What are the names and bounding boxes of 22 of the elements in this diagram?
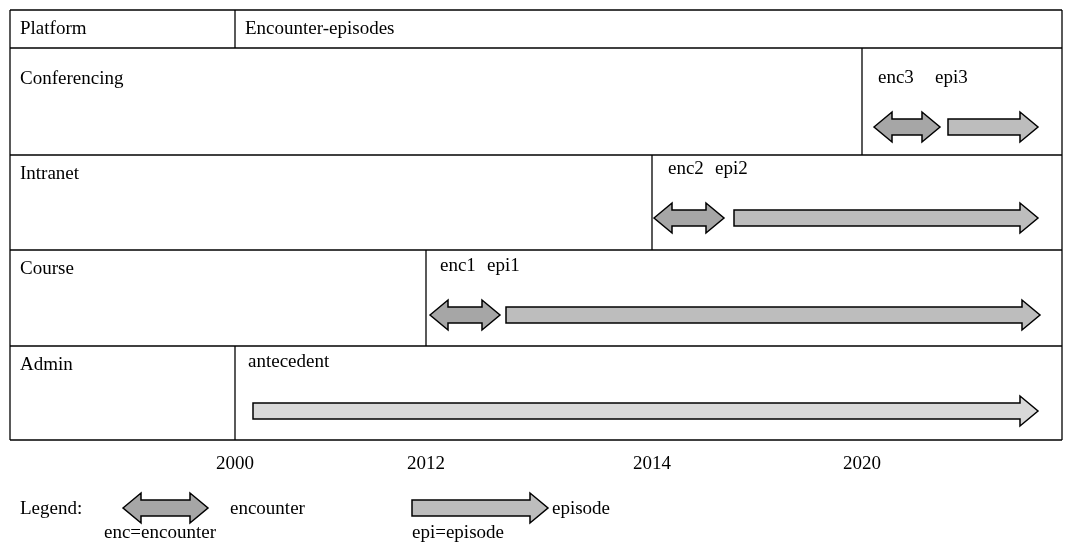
- legend-title: Legend:: [20, 497, 83, 519]
- year-label: 2012: [407, 452, 445, 474]
- column-header: Platform: [20, 17, 87, 39]
- legend-label: episode: [552, 497, 611, 519]
- arrow-label: antecedent: [248, 350, 330, 372]
- column-header: Encounter-episodes: [245, 17, 395, 39]
- arrow-label: enc1: [440, 254, 476, 276]
- arrow-label: epi3: [935, 66, 968, 88]
- year-label: 2020: [843, 452, 881, 474]
- legend-note: enc=encounter: [104, 521, 216, 543]
- year-label: 2014: [633, 452, 671, 474]
- arrow-label: epi1: [487, 254, 520, 276]
- arrow-label: epi2: [715, 157, 748, 179]
- arrow-label: enc3: [878, 66, 914, 88]
- arrow-label: enc2: [668, 157, 704, 179]
- legend-label: encounter: [230, 497, 305, 519]
- year-label: 2000: [216, 452, 254, 474]
- row-label: Course: [20, 257, 74, 279]
- row-label: Admin: [20, 353, 73, 375]
- row-label: Conferencing: [20, 67, 124, 89]
- row-label: Intranet: [20, 162, 80, 184]
- legend-note: epi=episode: [412, 521, 504, 543]
